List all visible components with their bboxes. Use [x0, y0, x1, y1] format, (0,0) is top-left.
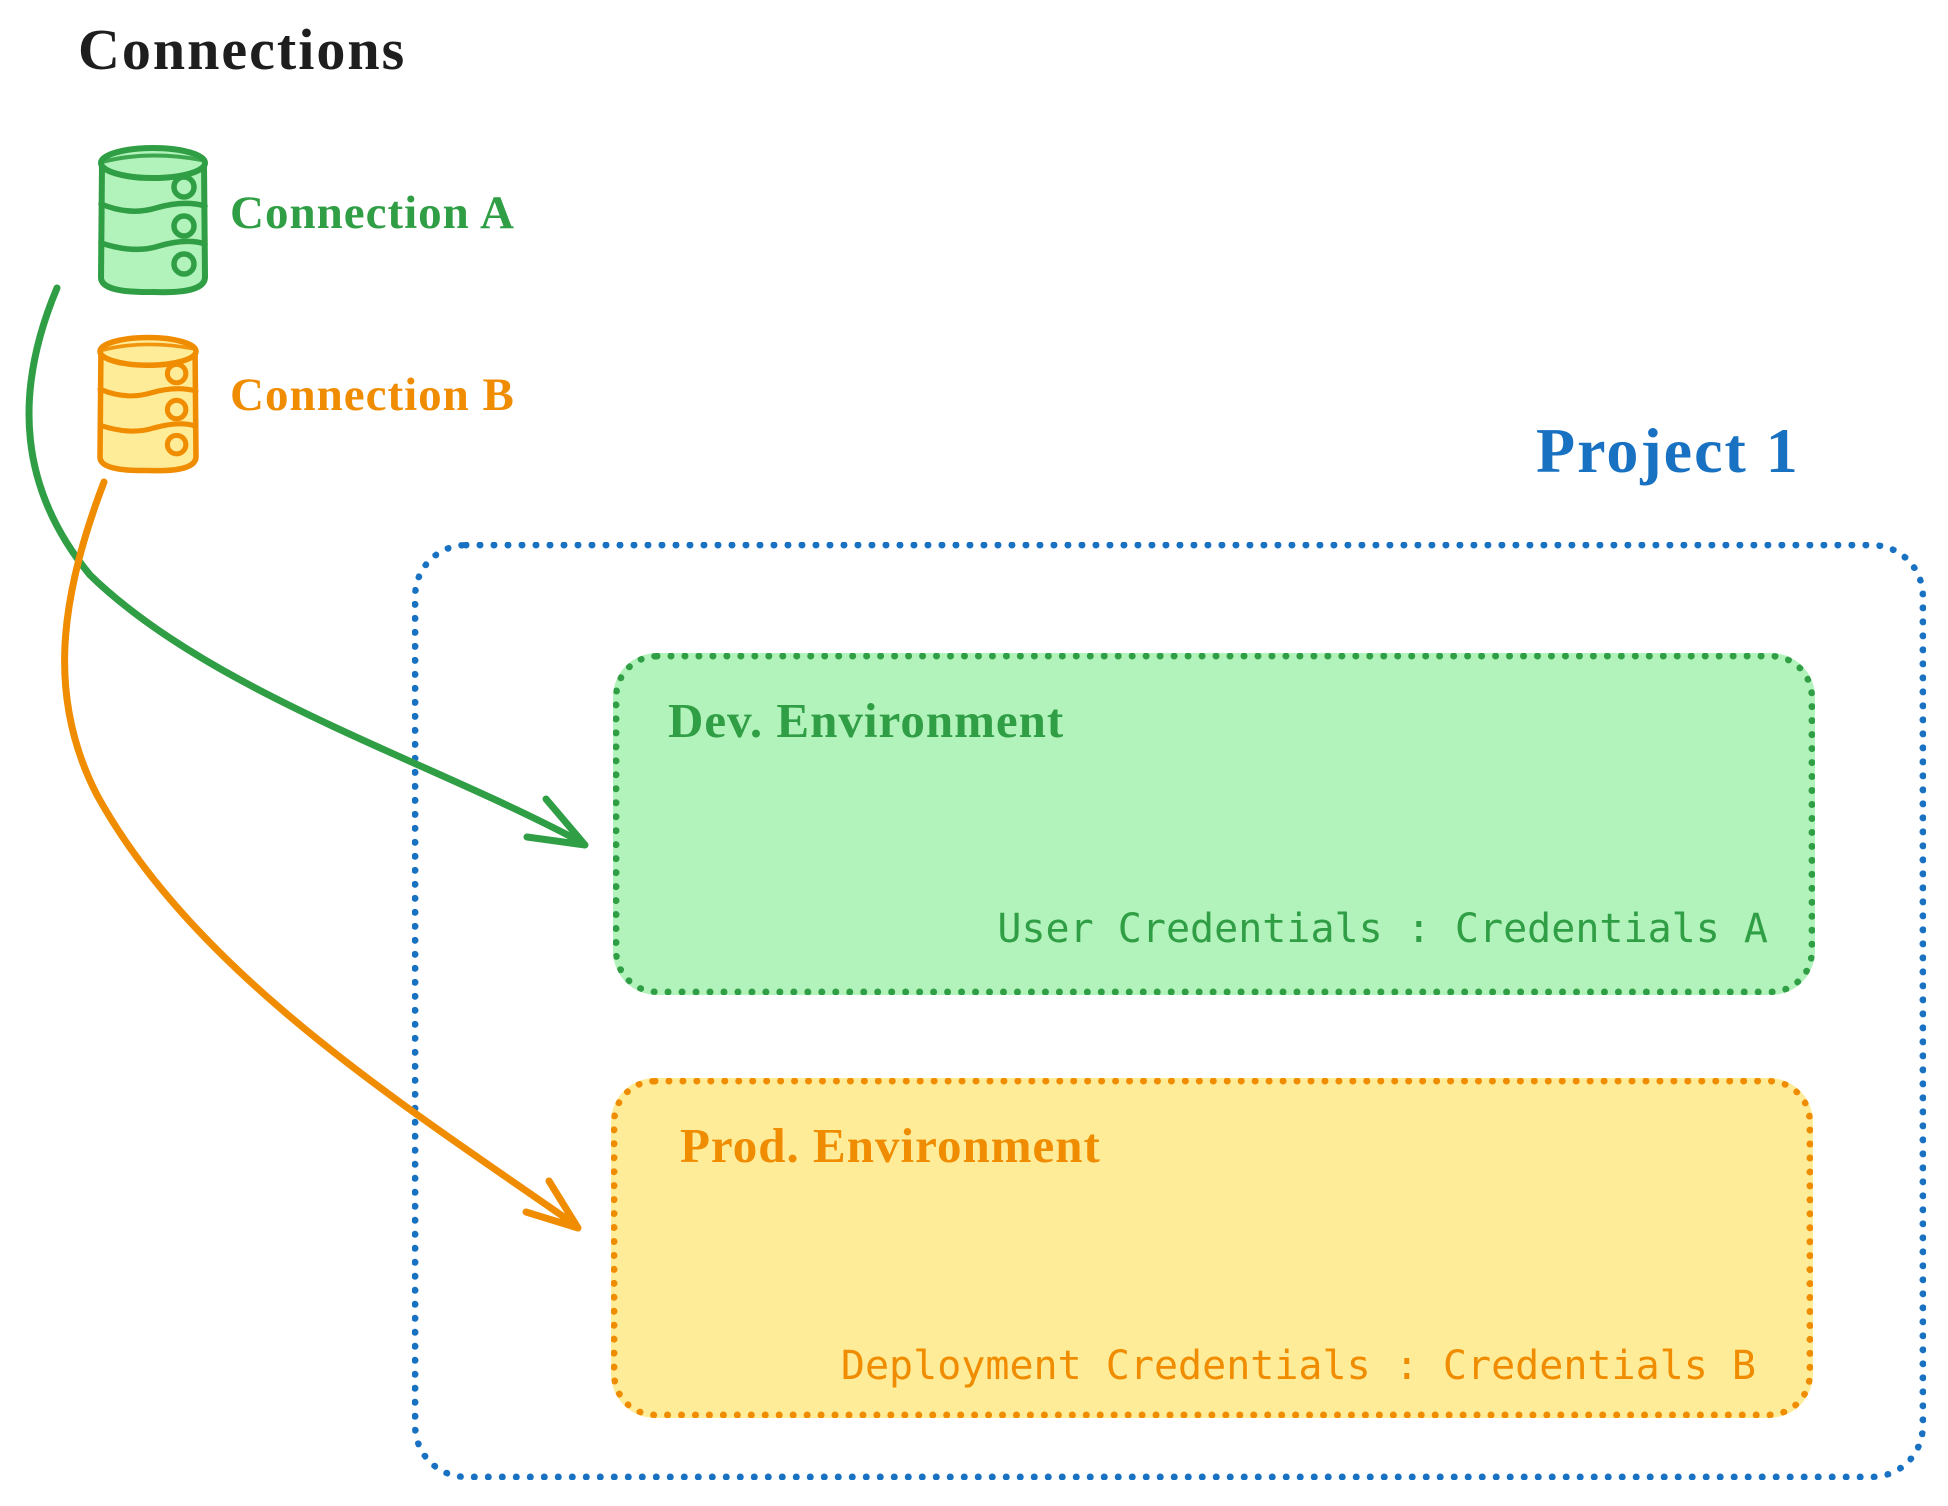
database-icon — [88, 140, 218, 300]
prod-environment-box: Prod. Environment Deployment Credentials… — [611, 1078, 1813, 1418]
database-icon — [88, 330, 208, 478]
diagram-title: Connections — [78, 17, 407, 82]
dev-environment-box: Dev. Environment User Credentials : Cred… — [613, 653, 1815, 995]
prod-credentials-text: Deployment Credentials : Credentials B — [840, 1343, 1756, 1389]
project-title: Project 1 — [1536, 415, 1800, 486]
dev-environment-title: Dev. Environment — [668, 693, 1065, 748]
dev-credentials-text: User Credentials : Credentials A — [997, 906, 1768, 952]
prod-environment-title: Prod. Environment — [680, 1118, 1101, 1173]
connection-a-label: Connection A — [230, 187, 515, 239]
connection-b-label: Connection B — [230, 369, 515, 421]
